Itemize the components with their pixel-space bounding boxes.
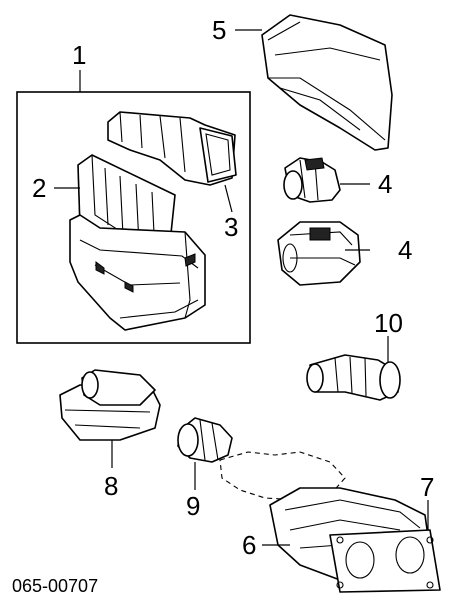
air-flow-sensor-upper [283,157,341,203]
air-flow-meter-lower [277,221,361,286]
callout-4-upper: 4 [378,169,392,199]
callout-7: 7 [420,472,434,502]
callout-4-lower: 4 [398,235,412,265]
catalog-code: 065-00707 [12,576,98,596]
callout-1: 1 [72,40,86,70]
callout-8: 8 [104,471,118,501]
air-cleaner-lower-case [69,214,206,331]
intake-chamber [269,487,441,593]
gasket [329,529,441,593]
callout-2: 2 [32,173,46,203]
phantom-outline [219,451,346,501]
leader-3 [224,184,233,213]
air-hose [306,354,401,401]
air-cleaner-cap [107,111,237,186]
callout-3: 3 [224,212,238,242]
callout-6: 6 [242,530,256,560]
assembly-box [16,91,251,344]
callout-10: 10 [374,308,403,338]
resonator [59,369,161,441]
callout-5: 5 [212,15,226,45]
rubber-boot [177,417,233,463]
intake-duct [261,14,393,151]
callout-9: 9 [186,491,200,521]
